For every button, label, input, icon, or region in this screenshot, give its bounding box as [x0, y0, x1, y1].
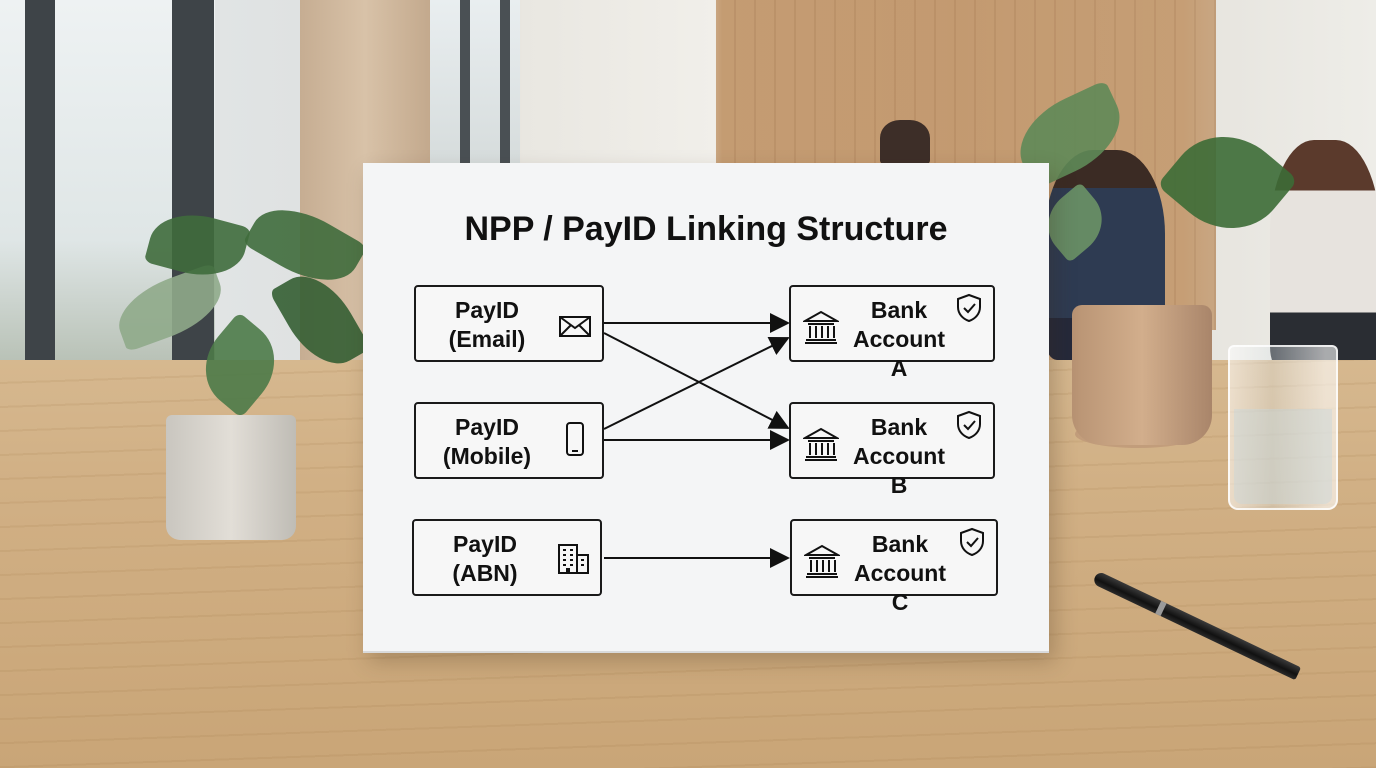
bank-account-c-node: Bank Account C — [790, 519, 998, 615]
person-blurred — [880, 120, 930, 165]
bank-icon — [803, 310, 839, 344]
node-label-line2: (ABN) — [452, 560, 518, 586]
link-arrow — [603, 332, 790, 429]
window-frame — [460, 0, 470, 165]
node-label: PayID (Mobile) — [416, 413, 558, 471]
node-label-line1: PayID — [455, 414, 519, 440]
node-label-line1: Bank — [870, 414, 928, 440]
link-arrows — [603, 313, 790, 568]
shield-check-icon — [957, 293, 981, 323]
node-label-line1: Bank — [871, 531, 929, 557]
bank-account-b-node: Bank Account B — [789, 402, 995, 498]
back-window — [430, 0, 520, 165]
node-label-line2: Account C — [854, 560, 946, 615]
node-label: PayID (Email) — [416, 296, 558, 354]
office-building-icon — [558, 544, 589, 574]
mobile-phone-icon — [566, 422, 584, 456]
diagram-card: NPP / PayID Linking Structure PayID (Ema… — [363, 163, 1049, 651]
pen-band — [1155, 600, 1167, 617]
bank-icon — [803, 427, 839, 461]
plant-pot — [1072, 305, 1212, 445]
payid-mobile-node: PayID (Mobile) — [414, 402, 604, 479]
plant-pot — [166, 415, 296, 540]
payid-email-node: PayID (Email) — [414, 285, 604, 362]
water-glass — [1228, 345, 1338, 510]
node-label-line2: Account B — [853, 443, 945, 498]
envelope-icon — [559, 316, 591, 337]
node-label-line2: Account A — [853, 326, 945, 381]
node-label: Bank Account A — [845, 296, 953, 383]
shield-check-icon — [957, 410, 981, 440]
payid-abn-node: PayID (ABN) — [412, 519, 602, 596]
shield-check-icon — [960, 527, 984, 557]
node-label-line1: PayID — [453, 531, 517, 557]
node-label-line1: Bank — [870, 297, 928, 323]
water — [1234, 409, 1332, 504]
node-label-line2: (Email) — [448, 326, 526, 352]
link-arrow — [603, 337, 790, 430]
node-label-line2: (Mobile) — [442, 443, 532, 469]
diagram-title: NPP / PayID Linking Structure — [464, 210, 948, 248]
window-frame — [500, 0, 510, 165]
bank-icon — [804, 544, 840, 578]
bank-account-a-node: Bank Account A — [789, 285, 995, 381]
node-label: PayID (ABN) — [414, 530, 556, 588]
node-label: Bank Account C — [846, 530, 954, 617]
node-label: Bank Account B — [845, 413, 953, 500]
node-label-line1: PayID — [455, 297, 519, 323]
